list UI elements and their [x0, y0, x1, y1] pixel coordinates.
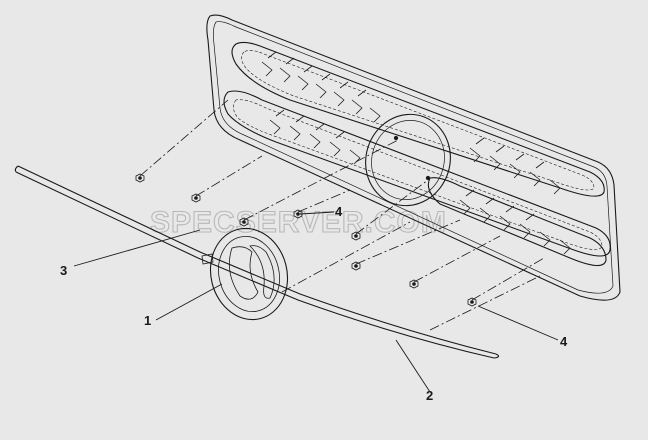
radiator-grille	[206, 14, 621, 301]
leader-lines	[73, 211, 559, 393]
callout-3: 3	[60, 263, 67, 278]
callout-4-lower: 4	[560, 334, 568, 349]
callout-2: 2	[426, 388, 433, 403]
callout-1: 1	[144, 313, 151, 328]
callout-4-upper: 4	[335, 204, 343, 219]
emblem-badge	[201, 227, 289, 321]
assembly-lines	[139, 99, 545, 331]
trim-strip	[14, 165, 500, 359]
watermark: SPECSERVER.COM	[150, 206, 447, 239]
fasteners	[135, 173, 477, 307]
